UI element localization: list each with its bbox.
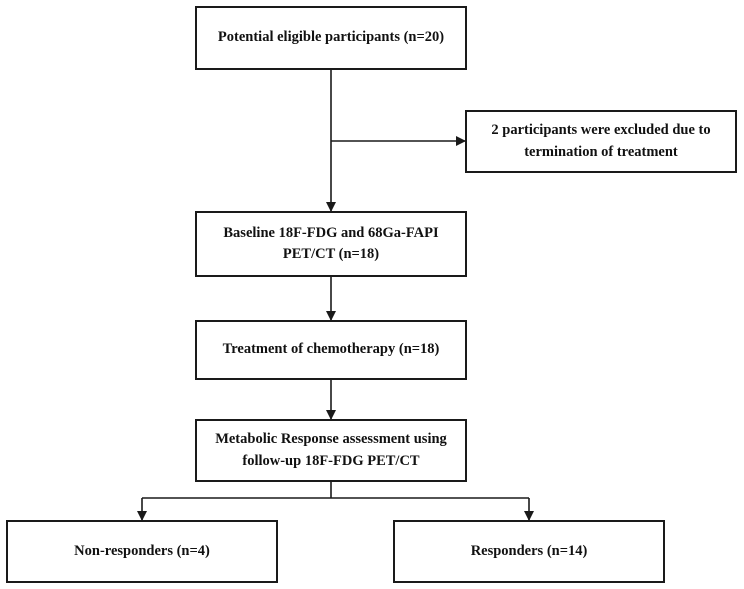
metabolic-response-assessment-text-line1: Metabolic Response assessment using <box>215 431 447 448</box>
responders-box: Responders (n=14) <box>393 520 665 583</box>
baseline-pet-ct-box: Baseline 18F-FDG and 68Ga-FAPI PET/CT (n… <box>195 211 467 277</box>
excluded-participants-text-line1: 2 participants were excluded due to <box>491 122 711 139</box>
responders-text: Responders (n=14) <box>470 542 588 559</box>
chemotherapy-treatment-box: Treatment of chemotherapy (n=18) <box>195 320 467 380</box>
metabolic-response-assessment-box: Metabolic Response assessment using foll… <box>195 419 467 482</box>
non-responders-text: Non-responders (n=4) <box>74 542 210 559</box>
excluded-participants-text-line2: termination of treatment <box>524 143 678 160</box>
metabolic-response-assessment-text-line2: follow-up 18F-FDG PET/CT <box>242 452 420 469</box>
non-responders-box: Non-responders (n=4) <box>6 520 278 583</box>
excluded-participants-box: 2 participants were excluded due to term… <box>465 110 737 173</box>
baseline-pet-ct-text-line2: PET/CT (n=18) <box>282 246 380 262</box>
chemotherapy-treatment-text: Treatment of chemotherapy (n=18) <box>222 341 440 358</box>
eligible-participants-text: Potential eligible participants (n=20) <box>217 29 445 46</box>
baseline-pet-ct-text-line1: Baseline 18F-FDG and 68Ga-FAPI <box>223 224 439 241</box>
eligible-participants-box: Potential eligible participants (n=20) <box>195 6 467 70</box>
